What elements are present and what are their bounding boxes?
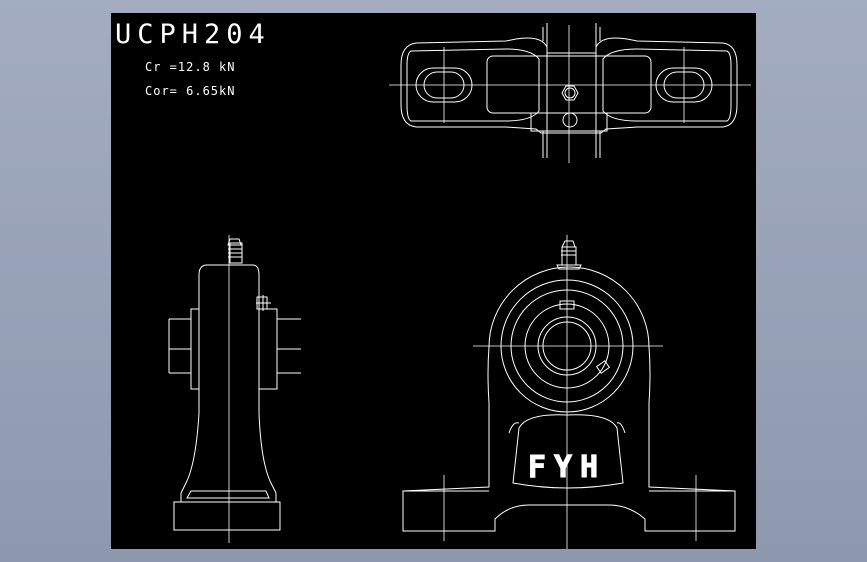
drawing-title: UCPH204 [115, 19, 271, 50]
front-view: FYH [402, 235, 736, 549]
cor-rating: Cor= 6.65kN [145, 84, 235, 98]
cad-drawing: UCPH204 Cr =12.8 kN Cor= 6.65kN [115, 19, 751, 549]
cr-rating: Cr =12.8 kN [145, 60, 235, 74]
top-view [389, 23, 751, 163]
brand-mark: FYH [528, 450, 606, 485]
cad-drawing-canvas[interactable]: UCPH204 Cr =12.8 kN Cor= 6.65kN [111, 13, 756, 549]
side-view [168, 235, 301, 543]
